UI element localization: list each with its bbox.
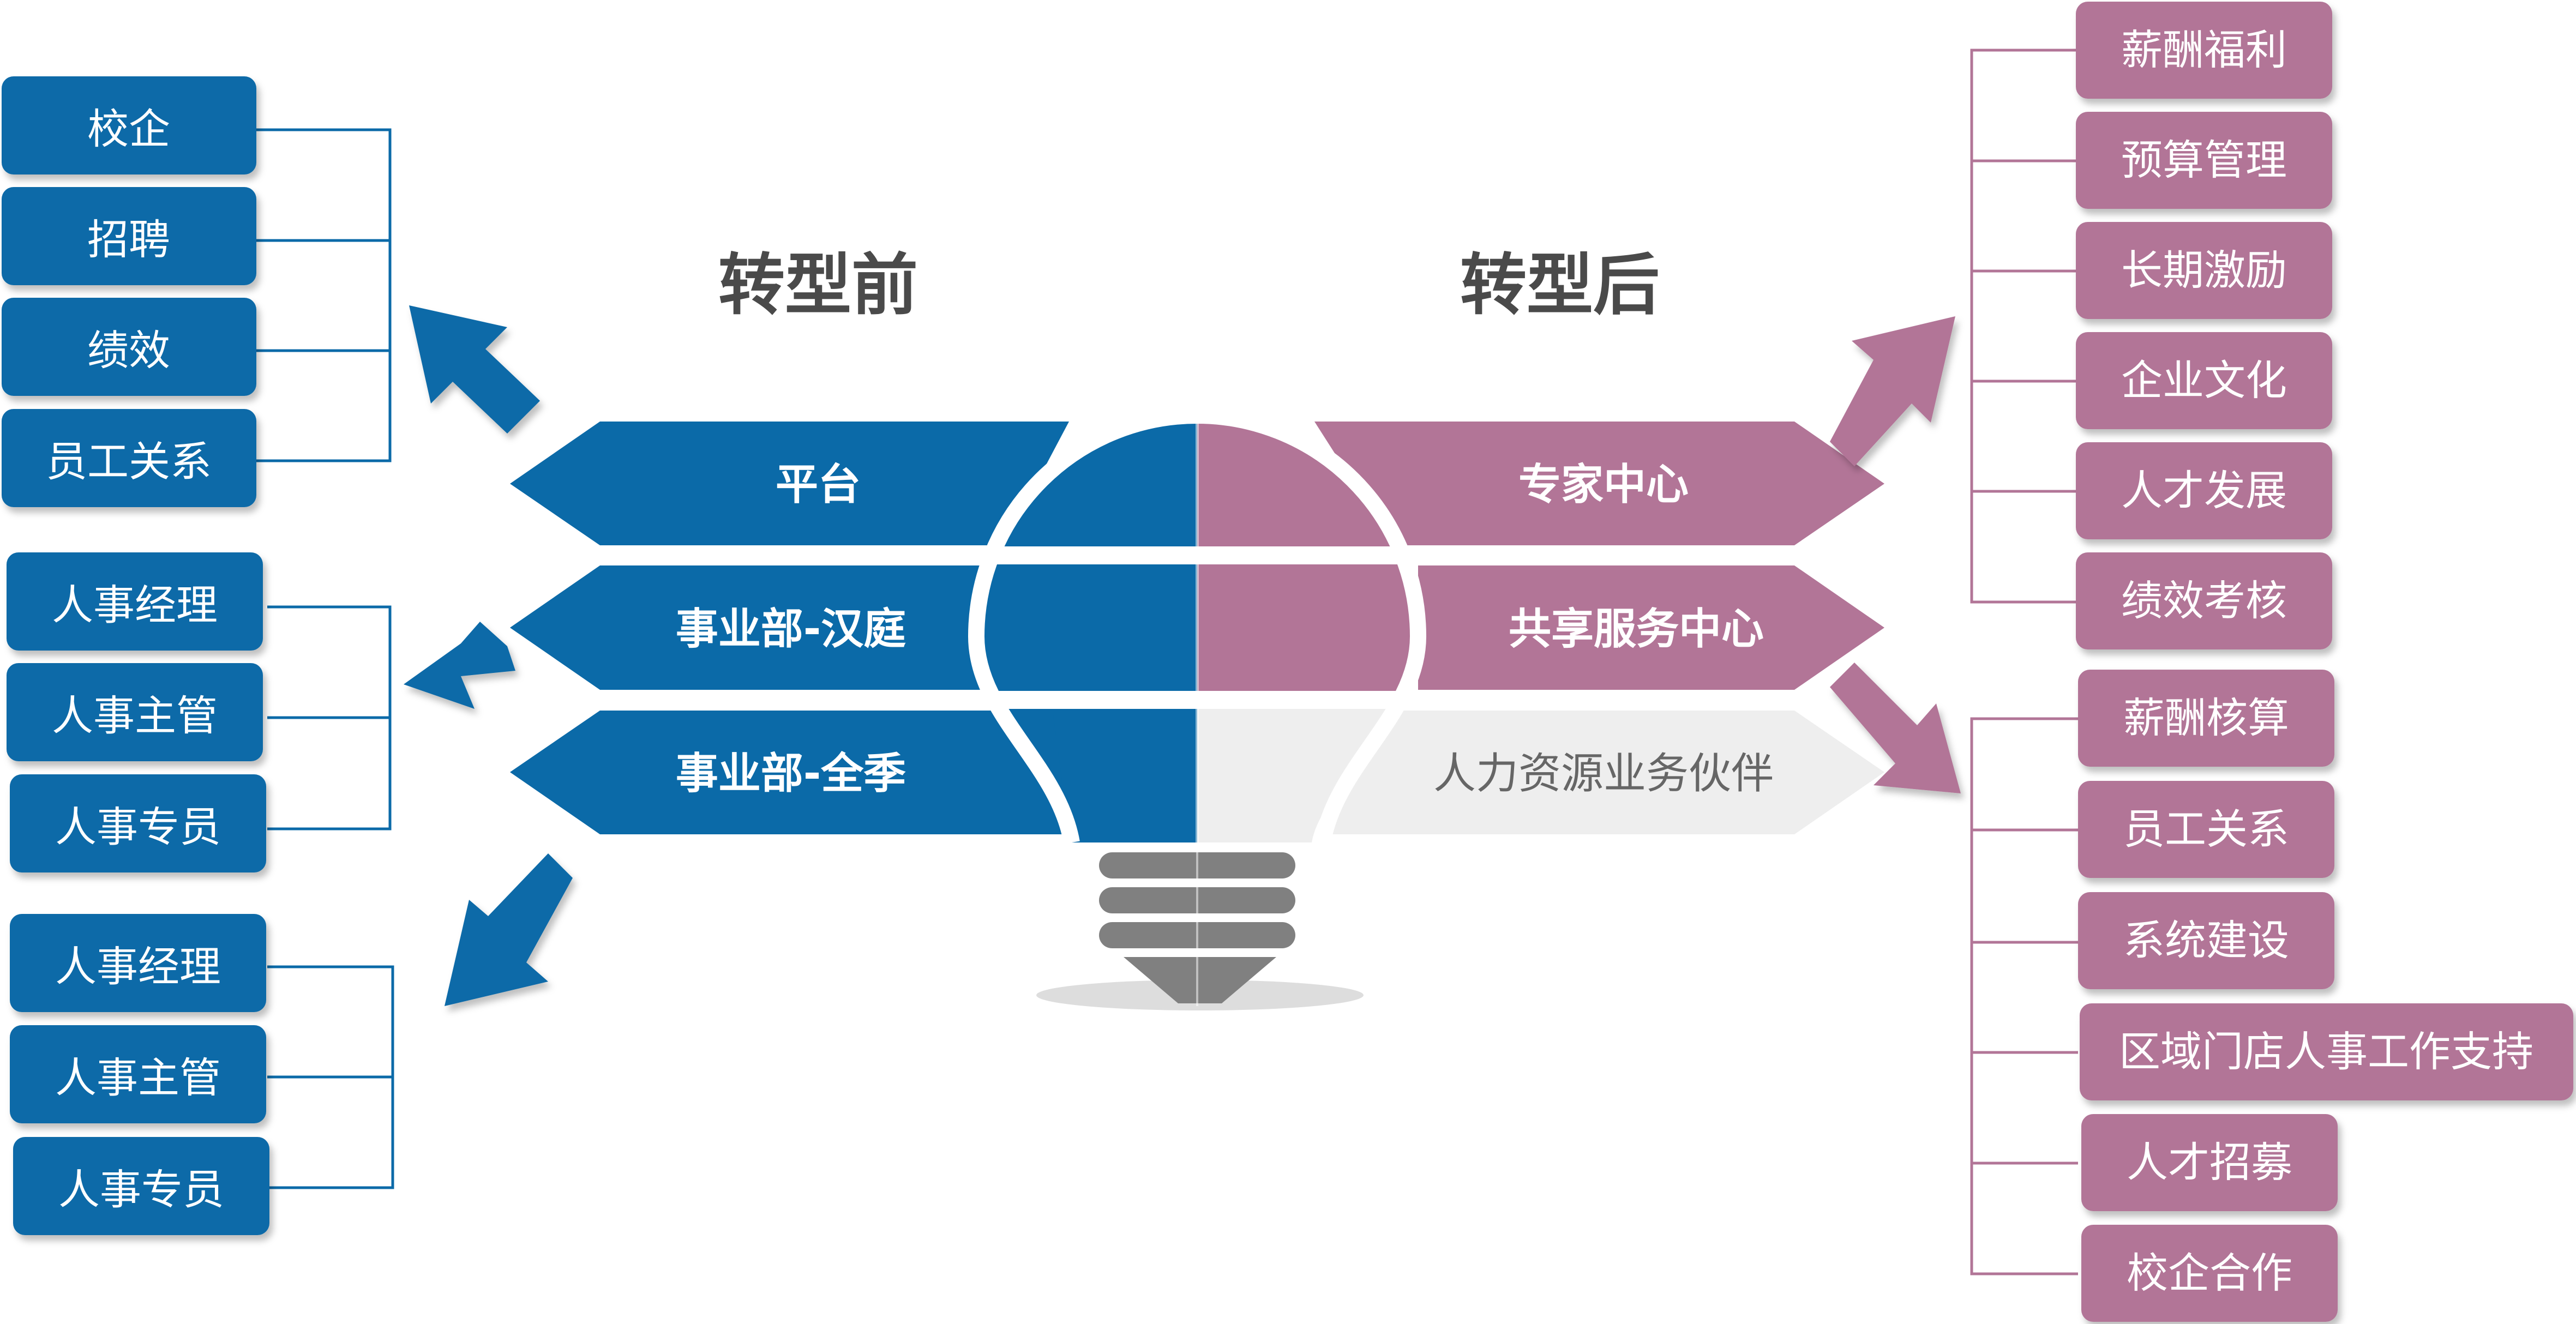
right-box: 人才发展	[2076, 442, 2332, 539]
right-band-shape	[1418, 565, 1884, 690]
right-box-label: 人才招募	[2127, 1138, 2292, 1187]
left-box-label: 人事专员	[55, 803, 221, 851]
left-box: 人事经理	[7, 552, 263, 651]
left-box-label: 人事专员	[58, 1165, 224, 1214]
left-box: 招聘	[2, 187, 256, 285]
left-band-shape	[510, 565, 998, 690]
left-box: 校企	[2, 76, 256, 174]
arrow-up-left-icon	[409, 305, 540, 434]
bulb-right-half-bottom	[1197, 709, 1403, 842]
right-box: 长期激励	[2076, 222, 2332, 319]
right-box-label: 系统建设	[2123, 916, 2289, 965]
arrow-down-right-icon	[1830, 663, 1961, 793]
left-box-label: 人事经理	[55, 942, 221, 991]
left-connectors	[256, 128, 394, 1189]
right-band-shape	[1325, 711, 1884, 834]
right-box: 员工关系	[2078, 781, 2334, 878]
left-band-shape	[510, 711, 1069, 834]
left-band-quanji: 事业部-全季	[510, 711, 1069, 834]
left-band-label: 事业部-全季	[676, 749, 906, 798]
left-box-label: 人事主管	[52, 691, 218, 740]
left-band-platform: 平台	[510, 422, 1069, 545]
right-box-label: 人才发展	[2121, 466, 2287, 515]
left-box-label: 人事主管	[55, 1054, 221, 1102]
left-box-label: 绩效	[87, 326, 170, 375]
arrows	[404, 305, 1961, 1006]
right-box-wide: 区域门店人事工作支持	[2080, 1003, 2573, 1100]
left-box: 人事专员	[10, 774, 266, 872]
arrow-up-right-icon	[1830, 316, 1955, 466]
heading-after: 转型后	[1460, 246, 1660, 324]
bulb-socket-icon	[1036, 851, 1364, 1010]
right-box-label: 校企合作	[2127, 1249, 2292, 1297]
right-box: 系统建设	[2078, 892, 2334, 989]
right-boxes: 薪酬福利 预算管理 长期激励 企业文化 人才发展 绩效考核 薪酬核算 员工关	[2076, 2, 2573, 1322]
right-connectors	[1970, 49, 2078, 1275]
right-box-label: 长期激励	[2121, 246, 2287, 294]
right-band-label: 专家中心	[1518, 460, 1689, 509]
left-box-label: 校企	[87, 105, 170, 153]
right-band-shared-service: 共享服务中心	[1418, 565, 1884, 690]
right-box-label: 企业文化	[2121, 356, 2287, 405]
left-band-hanting: 事业部-汉庭	[510, 565, 998, 690]
right-band-shape	[1314, 422, 1884, 545]
left-box: 人事主管	[7, 663, 263, 761]
left-bands: 平台 事业部-汉庭 事业部-全季	[510, 422, 1069, 834]
right-box-label: 薪酬福利	[2121, 26, 2287, 74]
right-band-expert-center: 专家中心	[1314, 422, 1884, 545]
right-box: 校企合作	[2081, 1225, 2338, 1322]
heading-before: 转型前	[718, 246, 918, 324]
arrow-left-icon	[404, 622, 515, 709]
right-band-hrbp: 人力资源业务伙伴	[1325, 711, 1884, 834]
right-box: 绩效考核	[2076, 552, 2332, 649]
left-box-label: 员工关系	[46, 437, 212, 486]
right-bands: 专家中心 共享服务中心 人力资源业务伙伴	[1314, 422, 1884, 834]
right-box: 人才招募	[2081, 1114, 2338, 1211]
right-box: 薪酬福利	[2076, 2, 2332, 99]
left-band-shape	[510, 422, 1069, 545]
left-band-label: 平台	[776, 460, 861, 509]
right-band-label: 共享服务中心	[1509, 605, 1764, 654]
left-box: 绩效	[2, 298, 256, 396]
left-box-label: 人事经理	[52, 581, 218, 629]
right-box: 企业文化	[2076, 332, 2332, 429]
left-box-label: 招聘	[87, 215, 170, 264]
left-band-label: 事业部-汉庭	[676, 605, 906, 654]
left-box: 人事专员	[13, 1137, 269, 1235]
left-box: 人事经理	[10, 914, 266, 1012]
right-box-label: 区域门店人事工作支持	[2119, 1027, 2533, 1076]
right-box-label: 员工关系	[2123, 805, 2289, 853]
right-box: 预算管理	[2076, 112, 2332, 209]
bulb-outline	[968, 407, 1427, 844]
right-box: 薪酬核算	[2078, 670, 2334, 767]
right-box-label: 绩效考核	[2121, 576, 2287, 625]
left-boxes: 校企 招聘 绩效 员工关系 人事经理 人事主管 人事专员 人事经理	[2, 76, 269, 1235]
right-band-label: 人力资源业务伙伴	[1433, 749, 1774, 798]
left-box: 人事主管	[10, 1025, 266, 1123]
arrow-down-left-icon	[445, 853, 573, 1006]
right-box-label: 薪酬核算	[2123, 694, 2289, 742]
right-box-label: 预算管理	[2121, 136, 2287, 184]
left-box: 员工关系	[2, 409, 256, 507]
